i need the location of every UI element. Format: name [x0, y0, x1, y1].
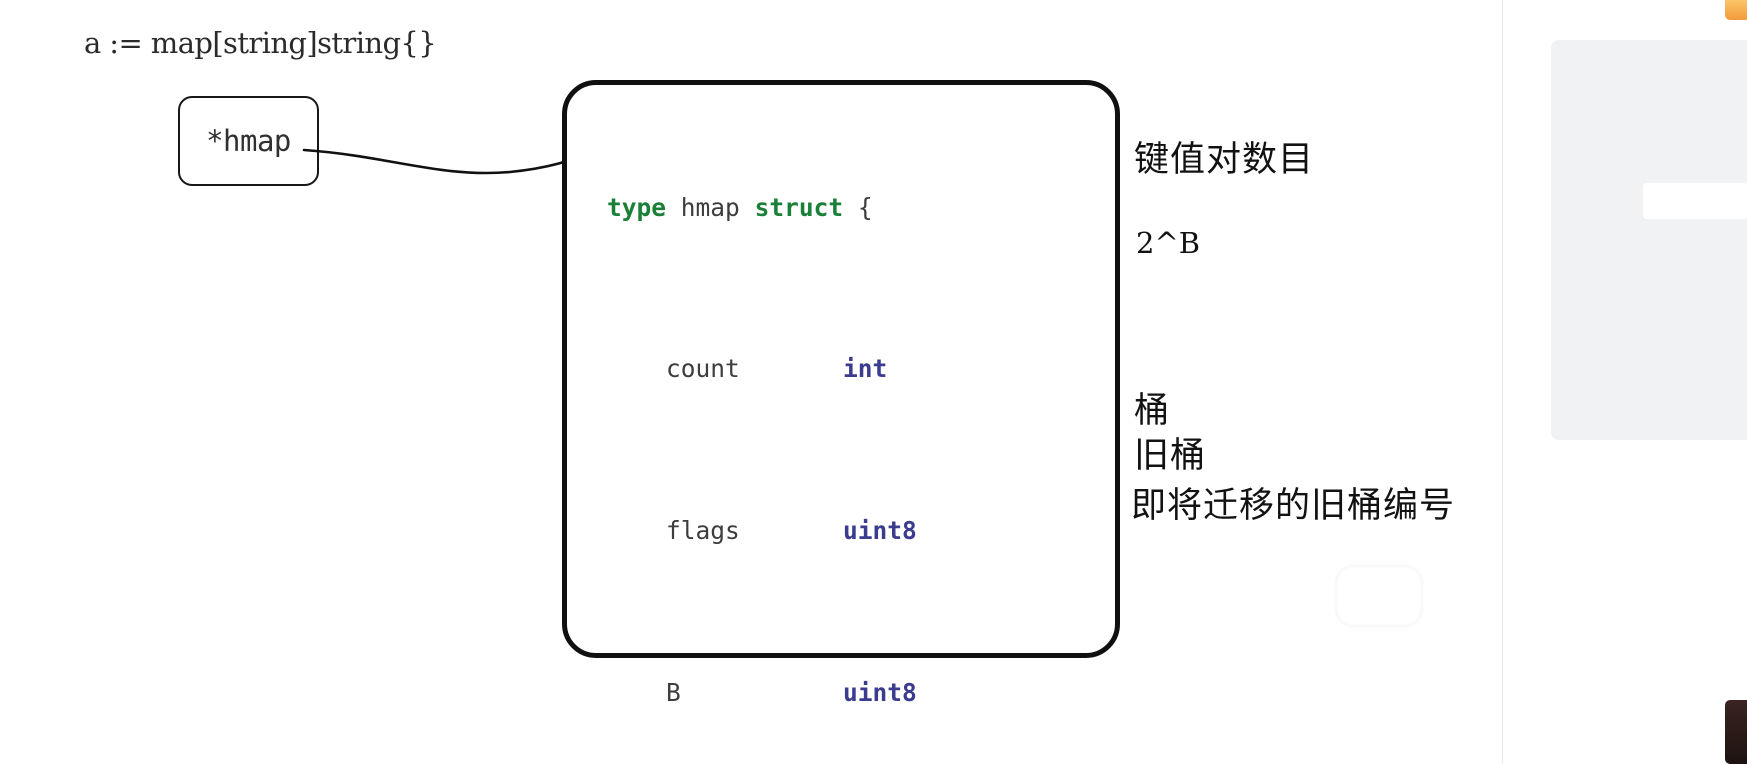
- field-name-b: B: [666, 677, 681, 707]
- annotation-buckets: 桶: [1134, 391, 1171, 431]
- struct-name: hmap: [680, 192, 740, 222]
- orange-accent-chip[interactable]: [1725, 0, 1747, 20]
- field-type-flags: uint8: [843, 516, 917, 546]
- keyword-struct: struct: [754, 192, 844, 222]
- code-line-field: B uint8: [607, 673, 1127, 713]
- panel-gutter: [1503, 0, 1550, 764]
- hmap-pointer-box: *hmap: [178, 96, 319, 186]
- keyword-type: type: [607, 192, 667, 222]
- right-side-panel: [1502, 0, 1747, 764]
- hmap-pointer-label: *hmap: [206, 124, 291, 158]
- bilibili-tv-logo-icon: [1332, 547, 1426, 630]
- code-line-field: count int: [607, 349, 1127, 389]
- hmap-struct-code: type hmap struct { count int flags uint8…: [607, 107, 1127, 764]
- field-type-b: uint8: [843, 677, 917, 707]
- hmap-struct-box: [562, 80, 1120, 658]
- annotation-count: 键值对数目: [1134, 140, 1315, 180]
- panel-card[interactable]: [1551, 40, 1747, 440]
- panel-inner-field[interactable]: [1643, 183, 1747, 219]
- annotation-nevacuate: 即将迁移的旧桶编号: [1131, 486, 1456, 526]
- field-type-count: int: [843, 354, 888, 384]
- map-declaration-text: a := map[string]string{}: [84, 26, 437, 60]
- field-name-flags: flags: [666, 516, 740, 546]
- annotation-oldbuckets: 旧桶: [1134, 436, 1207, 476]
- open-brace: {: [857, 192, 873, 222]
- field-name-count: count: [666, 354, 740, 384]
- code-line-header: type hmap struct {: [607, 188, 1127, 228]
- dark-accent-chip[interactable]: [1725, 700, 1747, 764]
- annotation-b-exponent: 2^B: [1136, 226, 1201, 260]
- code-line-field: flags uint8: [607, 511, 1127, 551]
- whiteboard-canvas: a := map[string]string{} *hmap type hmap…: [84, 26, 1456, 764]
